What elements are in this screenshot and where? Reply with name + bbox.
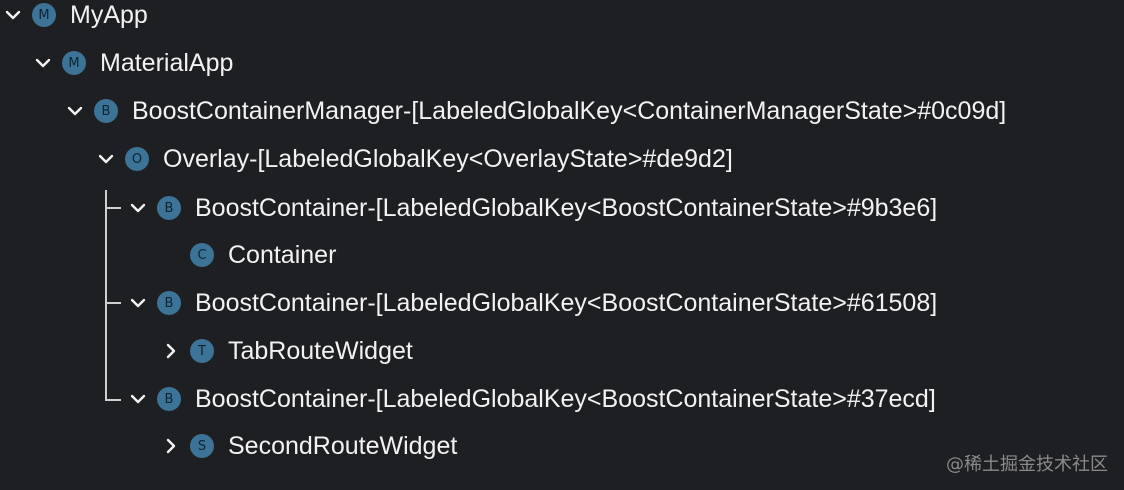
tree-node-label: BoostContainer-[LabeledGlobalKey<BoostCo… xyxy=(195,288,938,317)
tree-row-tabroutewidget[interactable]: T TabRouteWidget xyxy=(162,329,413,373)
chevron-down-icon[interactable] xyxy=(66,102,84,120)
widget-badge-icon: B xyxy=(157,387,181,411)
tree-node-label: BoostContainerManager-[LabeledGlobalKey<… xyxy=(132,96,1007,125)
tree-row-overlay[interactable]: O Overlay-[LabeledGlobalKey<OverlayState… xyxy=(97,137,733,181)
tree-node-label: BoostContainer-[LabeledGlobalKey<BoostCo… xyxy=(195,384,936,413)
chevron-down-icon[interactable] xyxy=(129,390,147,408)
tree-node-label: Container xyxy=(228,240,337,269)
chevron-down-icon[interactable] xyxy=(34,54,52,72)
chevron-down-icon[interactable] xyxy=(97,150,115,168)
tree-guide-branch xyxy=(105,207,121,209)
tree-node-label: SecondRouteWidget xyxy=(228,431,458,460)
tree-node-label: BoostContainer-[LabeledGlobalKey<BoostCo… xyxy=(195,193,938,222)
chevron-spacer xyxy=(162,246,180,264)
tree-guide-branch xyxy=(105,399,121,401)
tree-row-boostcontainer-37ecd[interactable]: B BoostContainer-[LabeledGlobalKey<Boost… xyxy=(129,377,936,421)
tree-node-label: MaterialApp xyxy=(100,48,234,77)
tree-guide-line xyxy=(105,190,107,401)
tree-row-secondroutewidget[interactable]: S SecondRouteWidget xyxy=(162,424,457,468)
tree-row-boostcontainer-9b3e6[interactable]: B BoostContainer-[LabeledGlobalKey<Boost… xyxy=(129,186,937,230)
tree-node-label: MyApp xyxy=(70,0,148,29)
tree-row-boostcontainermanager[interactable]: B BoostContainerManager-[LabeledGlobalKe… xyxy=(66,89,1006,133)
widget-badge-icon: B xyxy=(94,99,118,123)
chevron-down-icon[interactable] xyxy=(129,199,147,217)
widget-badge-icon: M xyxy=(32,3,56,27)
tree-row-materialapp[interactable]: M MaterialApp xyxy=(34,41,233,85)
watermark: @稀土掘金技术社区 xyxy=(946,454,1108,475)
tree-node-label: Overlay-[LabeledGlobalKey<OverlayState>#… xyxy=(163,144,733,173)
tree-row-container[interactable]: C Container xyxy=(162,233,336,277)
widget-badge-icon: T xyxy=(190,339,214,363)
chevron-right-icon[interactable] xyxy=(162,437,180,455)
widget-badge-icon: B xyxy=(157,291,181,315)
widget-badge-icon: B xyxy=(157,196,181,220)
tree-row-boostcontainer-61508[interactable]: B BoostContainer-[LabeledGlobalKey<Boost… xyxy=(129,281,937,325)
tree-guide-branch xyxy=(105,302,121,304)
tree-row-myapp[interactable]: M MyApp xyxy=(4,0,148,37)
widget-badge-icon: S xyxy=(190,434,214,458)
chevron-down-icon[interactable] xyxy=(129,294,147,312)
widget-badge-icon: O xyxy=(125,147,149,171)
chevron-down-icon[interactable] xyxy=(4,6,22,24)
chevron-right-icon[interactable] xyxy=(162,342,180,360)
widget-badge-icon: C xyxy=(190,243,214,267)
tree-node-label: TabRouteWidget xyxy=(228,336,413,365)
widget-badge-icon: M xyxy=(62,51,86,75)
